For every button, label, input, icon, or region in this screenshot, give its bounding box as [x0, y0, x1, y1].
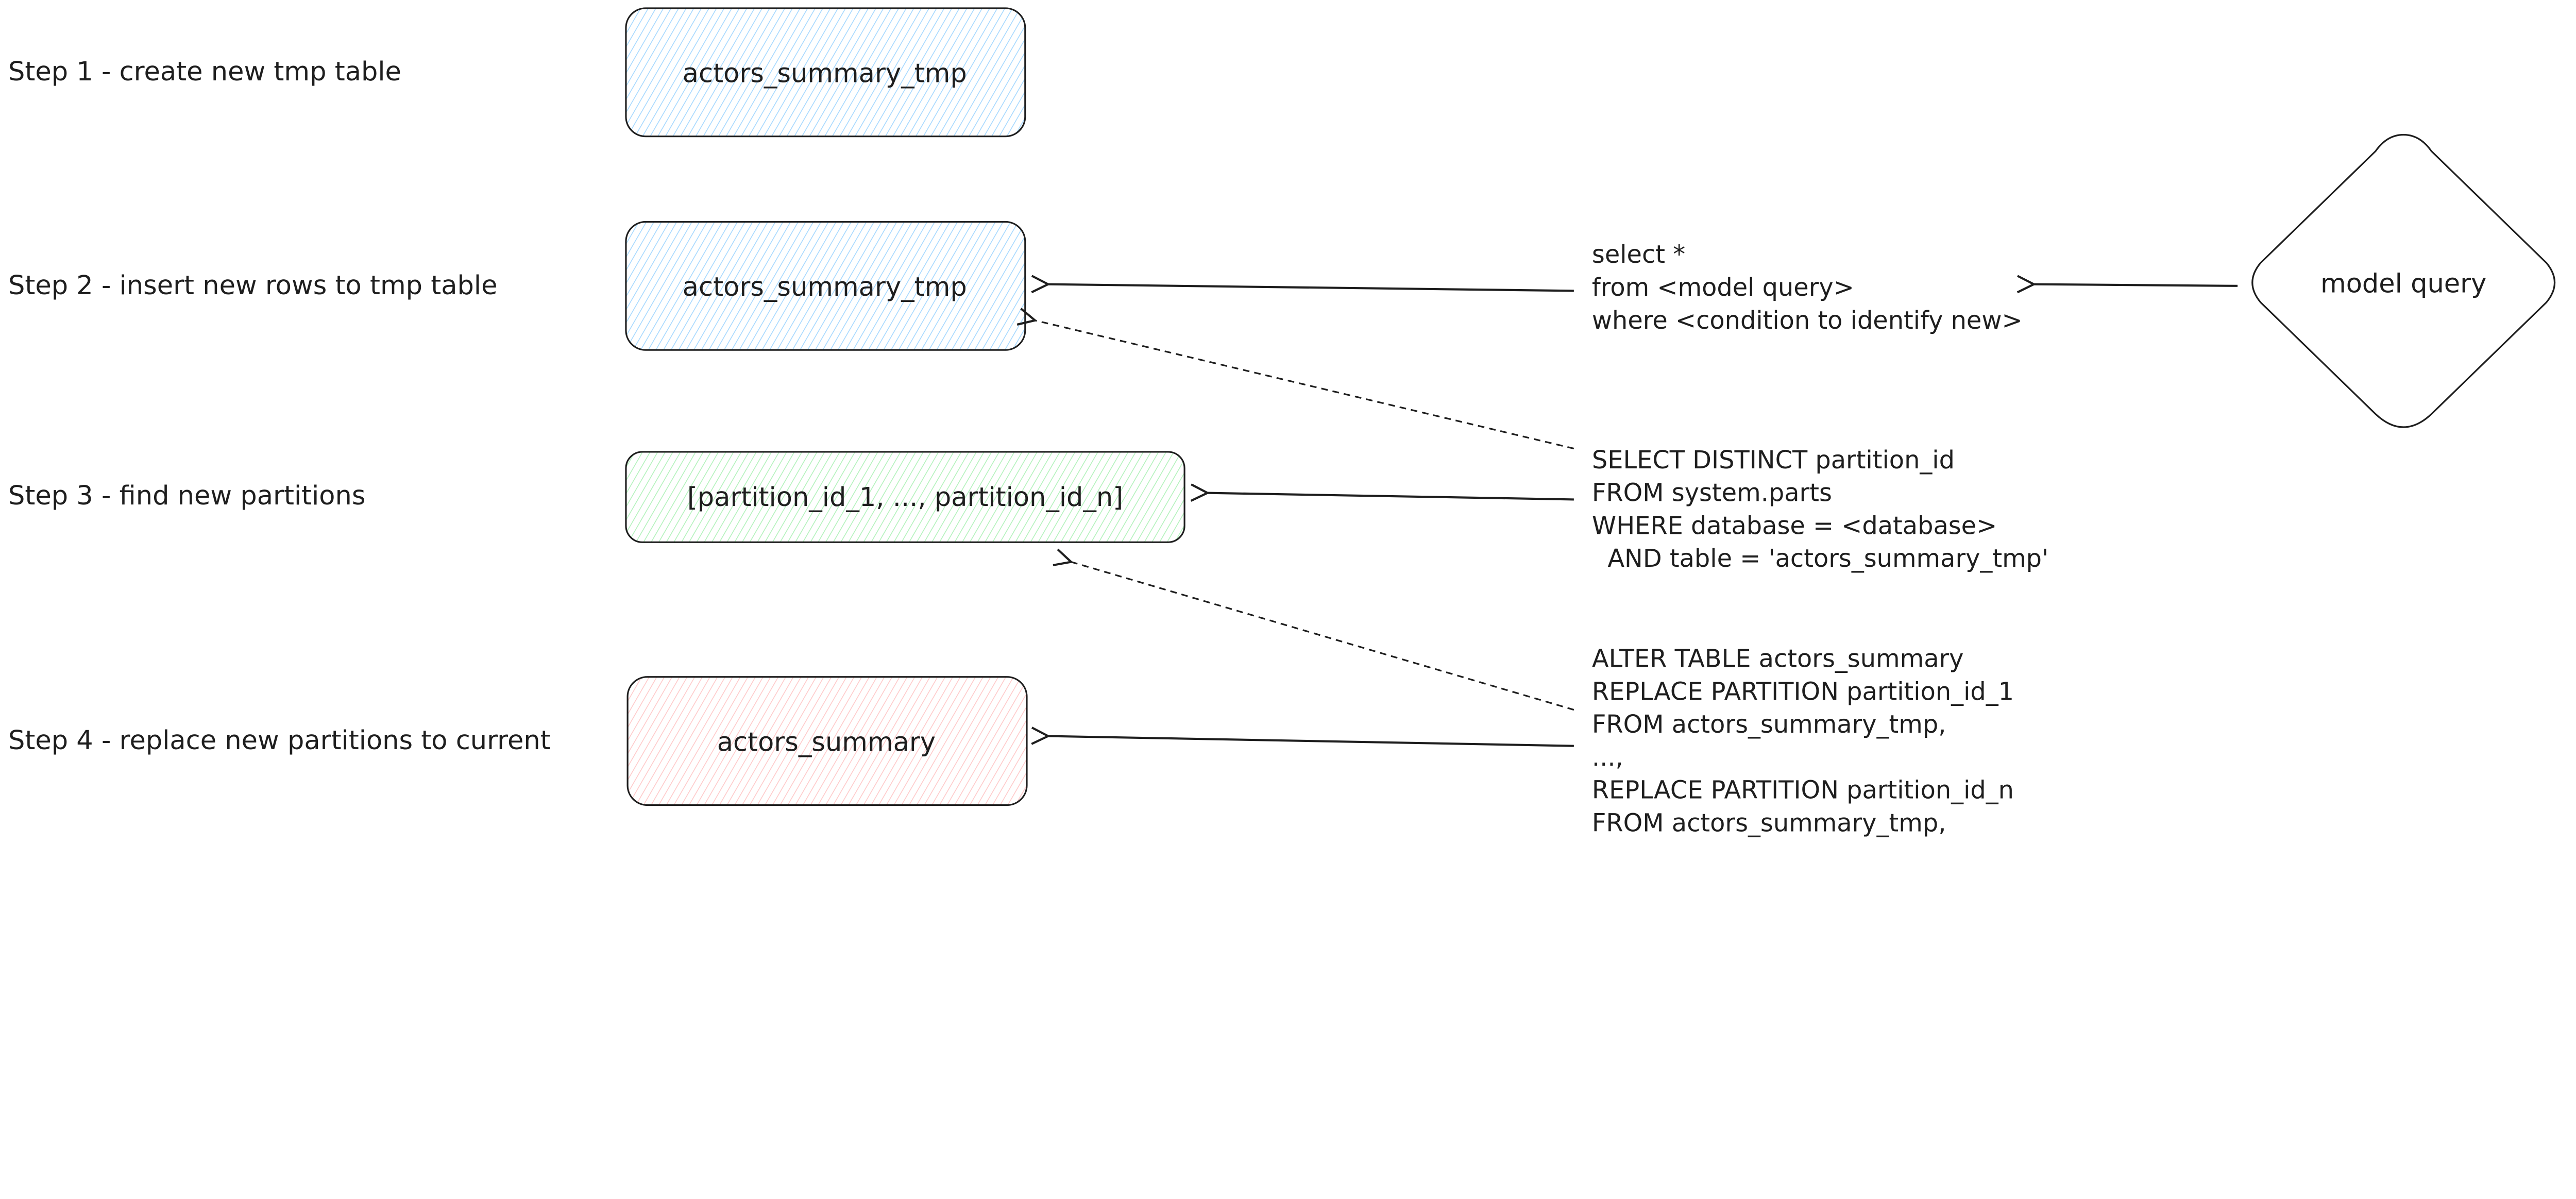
step-2-label: Step 2 - insert new rows to tmp table: [8, 271, 498, 301]
arrow-replace-to-current: [1048, 736, 1574, 747]
step-1-label: Step 1 - create new tmp table: [8, 57, 401, 87]
arrow-query-to-partitions: [1208, 493, 1574, 500]
insert-query: select * from <model query> where <condi…: [1592, 241, 2023, 335]
arrow-insert-to-tmp: [1048, 284, 1574, 291]
box-label: actors_summary_tmp: [683, 58, 967, 89]
query-line: from <model query>: [1592, 274, 1854, 302]
query-line: select *: [1592, 241, 1685, 269]
query-line: AND table = 'actors_summary_tmp': [1592, 545, 2048, 573]
partitions-query: SELECT DISTINCT partition_id FROM system…: [1592, 446, 2048, 573]
query-line: FROM actors_summary_tmp,: [1592, 809, 1946, 838]
replace-query: ALTER TABLE actors_summary REPLACE PARTI…: [1592, 645, 2014, 838]
diamond-label: model query: [2320, 269, 2486, 299]
query-line: REPLACE PARTITION partition_id_1: [1592, 678, 2014, 706]
step-3-label: Step 3 - find new partitions: [8, 481, 366, 511]
box-label: actors_summary_tmp: [683, 272, 967, 302]
tmp-table-box-step1: actors_summary_tmp: [625, 7, 1026, 138]
query-line: WHERE database = <database>: [1592, 512, 1997, 540]
partitions-box: [partition_id_1, ..., partition_id_n]: [625, 451, 1185, 543]
box-label: [partition_id_1, ..., partition_id_n]: [687, 482, 1123, 513]
tmp-table-box-step2: actors_summary_tmp: [625, 221, 1026, 351]
current-table-box: actors_summary: [626, 676, 1028, 806]
query-line: FROM system.parts: [1592, 479, 1832, 508]
query-line: REPLACE PARTITION partition_id_n: [1592, 776, 2014, 805]
arrow-model-to-insert: [2034, 284, 2238, 286]
box-label: actors_summary: [717, 727, 936, 757]
diagram-canvas: Step 1 - create new tmp table Step 2 - i…: [8, 7, 2556, 838]
dashed-arrow-partitions-to-replace: [1071, 562, 1574, 711]
step-4-label: Step 4 - replace new partitions to curre…: [8, 725, 551, 756]
dashed-arrow-tmp-to-partitions-query: [1035, 320, 1574, 450]
query-line: where <condition to identify new>: [1592, 307, 2023, 335]
query-line: SELECT DISTINCT partition_id: [1592, 446, 1955, 475]
query-line: FROM actors_summary_tmp,: [1592, 711, 1946, 739]
model-query-diamond: model query: [2251, 133, 2556, 428]
query-line: ALTER TABLE actors_summary: [1592, 645, 1964, 673]
query-line: ...,: [1592, 744, 1623, 772]
